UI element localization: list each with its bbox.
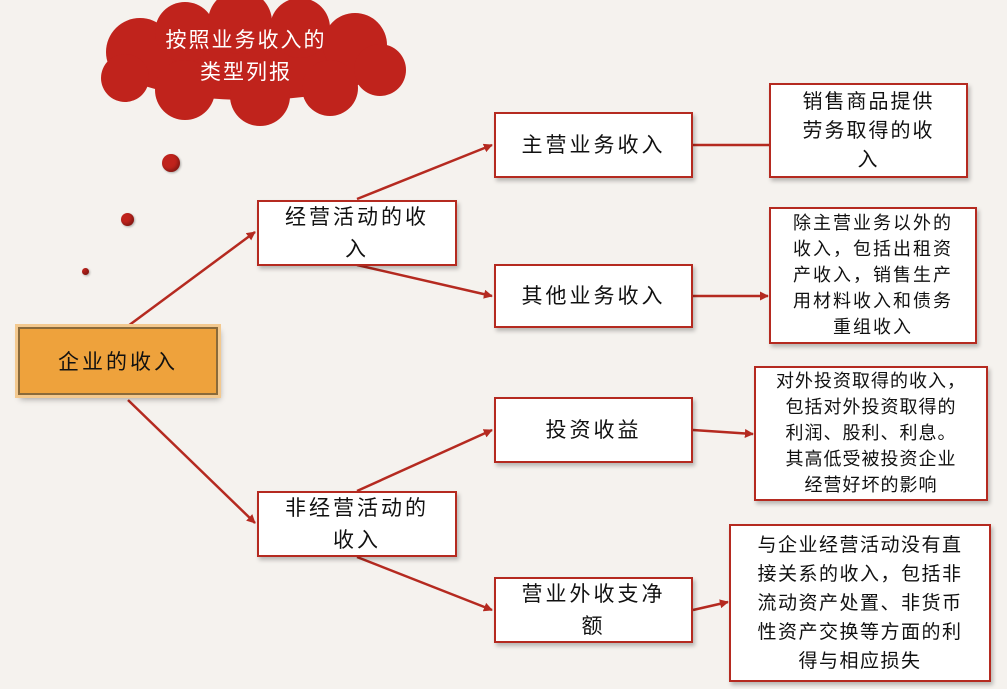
cloud-title: 按照业务收入的 类型列报 (126, 24, 366, 88)
desc-investment-line-4: 其高低受被投资企业 (785, 448, 957, 470)
desc-main-line-1: 销售商品提供 (802, 89, 935, 113)
root-label: 企业的收入 (58, 350, 178, 374)
cloud-title-line-1: 按照业务收入的 (165, 28, 327, 52)
desc-net-line-5: 得与相应损失 (798, 649, 922, 672)
desc-net-line-2: 接关系的收入，包括非 (757, 562, 963, 585)
desc-net-line-1: 与企业经营活动没有直 (757, 533, 963, 556)
non-operating-net-description: 与企业经营活动没有直 接关系的收入，包括非 流动资产处置、非货币 性资产交换等方… (729, 524, 991, 682)
cloud-shape (101, 0, 406, 126)
decor-dot-small (82, 268, 89, 275)
arrow-nonoperating-investment (356, 428, 493, 493)
desc-other-line-2: 收入，包括出租资 (793, 238, 953, 260)
other-business-description: 除主营业务以外的 收入，包括出租资 产收入，销售生产 用材料收入和债务 重组收入 (769, 207, 977, 344)
investment-description: 对外投资取得的收入， 包括对外投资取得的 利润、股利、利息。 其高低受被投资企业… (754, 366, 988, 501)
non-operating-net-line-1: 营业外收支净 (521, 582, 666, 606)
desc-net-line-4: 性资产交换等方面的利 (757, 620, 963, 643)
desc-other-line-5: 重组收入 (833, 316, 913, 338)
desc-investment-line-5: 经营好坏的影响 (804, 474, 938, 496)
desc-investment-line-1: 对外投资取得的收入， (776, 370, 966, 392)
arrow-investment-desc (692, 428, 754, 438)
operating-line-2: 入 (345, 237, 369, 261)
desc-main-line-2: 劳务取得的收 (802, 118, 935, 142)
main-business-description: 销售商品提供 劳务取得的收 入 (769, 83, 968, 178)
non-operating-line-1: 非经营活动的 (285, 496, 429, 520)
operating-line-1: 经营活动的收 (285, 205, 429, 229)
non-operating-net-line-2: 额 (581, 614, 606, 638)
other-business-label: 其他业务收入 (521, 284, 666, 308)
desc-other-line-4: 用材料收入和债务 (793, 290, 953, 312)
non-operating-line-2: 收入 (333, 528, 381, 552)
desc-net-line-3: 流动资产处置、非货币 (757, 591, 963, 614)
desc-main-line-3: 入 (857, 147, 880, 171)
arrow-root-nonoperating (127, 399, 256, 524)
other-business-income-node: 其他业务收入 (494, 264, 693, 328)
non-operating-income-node: 非经营活动的 收入 (257, 491, 457, 557)
desc-investment-line-3: 利润、股利、利息。 (785, 422, 957, 444)
investment-income-node: 投资收益 (494, 397, 693, 463)
desc-other-line-1: 除主营业务以外的 (793, 212, 953, 234)
desc-other-line-3: 产收入，销售生产 (793, 264, 953, 286)
root-node: 企业的收入 (18, 327, 218, 395)
decor-dot-medium (121, 213, 134, 226)
operating-income-node: 经营活动的收 入 (257, 200, 457, 266)
arrow-net-desc (692, 599, 729, 612)
cloud-title-line-2: 类型列报 (200, 60, 292, 84)
main-business-label: 主营业务收入 (521, 133, 666, 157)
desc-investment-line-2: 包括对外投资取得的 (785, 396, 957, 418)
non-operating-net-node: 营业外收支净 额 (494, 577, 693, 643)
decor-dot-large (162, 154, 180, 172)
arrow-nonoperating-net (356, 555, 493, 612)
arrow-root-operating (127, 230, 256, 328)
arrow-operating-other (356, 263, 493, 299)
investment-label: 投资收益 (545, 418, 642, 442)
arrow-operating-main (356, 143, 493, 201)
main-business-income-node: 主营业务收入 (494, 112, 693, 178)
